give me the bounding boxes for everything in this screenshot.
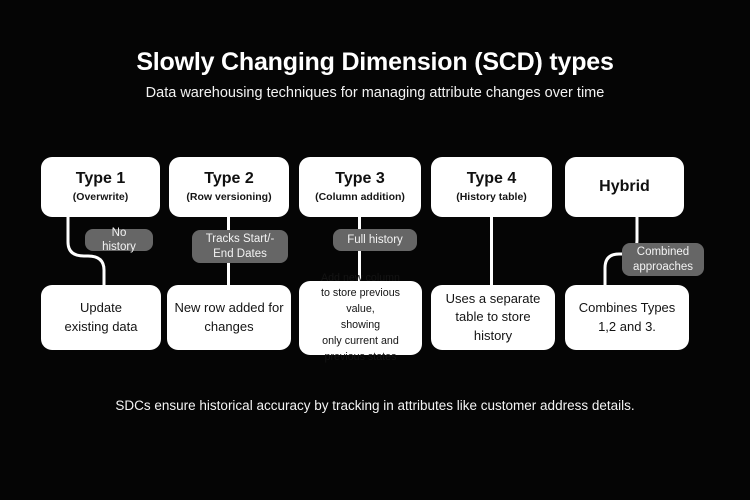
card-type-4[interactable]: Type 4 (History table)	[431, 157, 552, 217]
card-hybrid-detail[interactable]: Combines Types 1,2 and 3.	[565, 285, 689, 350]
connector-type-1	[66, 212, 106, 292]
page-subtitle: Data warehousing techniques for managing…	[145, 85, 605, 101]
footer-caption: SDCs ensure historical accuracy by track…	[115, 398, 635, 413]
card-type-2-title: Type 2	[204, 170, 254, 188]
card-type-1[interactable]: Type 1 (Overwrite)	[41, 157, 160, 217]
card-type-2-subtitle: (Row versioning)	[186, 191, 272, 204]
card-hybrid-detail-text: Combines Types 1,2 and 3.	[578, 300, 676, 334]
badge-type-1: No history	[85, 227, 153, 253]
card-type-3-subtitle: (Column addition)	[315, 191, 405, 204]
card-type-2-detail-text: New row added for changes	[174, 300, 284, 334]
card-type-2[interactable]: Type 2 (Row versioning)	[169, 157, 289, 217]
card-type-4-subtitle: (History table)	[456, 191, 527, 204]
badge-type-2: Tracks Start/- End Dates	[192, 230, 288, 263]
connector-type-4	[490, 216, 493, 286]
badge-type-3: Full history	[333, 229, 417, 251]
card-type-3-detail-text: Add new column to store previous value, …	[320, 271, 400, 363]
card-type-3-detail[interactable]: Add new column to store previous value, …	[299, 272, 422, 363]
card-type-1-detail[interactable]: Update existing data	[41, 285, 161, 350]
page-title: Slowly Changing Dimension (SCD) types	[136, 48, 614, 76]
card-type-4-title: Type 4	[466, 170, 517, 188]
card-hybrid-title: Hybrid	[599, 178, 650, 196]
card-type-1-subtitle: (Overwrite)	[72, 191, 129, 204]
card-type-3[interactable]: Type 3 (Column addition)	[299, 157, 421, 217]
card-type-2-detail[interactable]: New row added for changes	[167, 285, 291, 350]
card-type-1-detail-text: Update existing data	[64, 300, 138, 334]
card-type-4-detail-text: Uses a separate table to store history	[445, 290, 541, 343]
card-type-1-title: Type 1	[75, 170, 126, 188]
card-hybrid[interactable]: Hybrid	[565, 157, 684, 217]
card-type-3-title: Type 3	[335, 170, 385, 188]
card-type-4-detail[interactable]: Uses a separate table to store history	[431, 285, 555, 350]
badge-hybrid: Combined approaches	[622, 243, 704, 276]
